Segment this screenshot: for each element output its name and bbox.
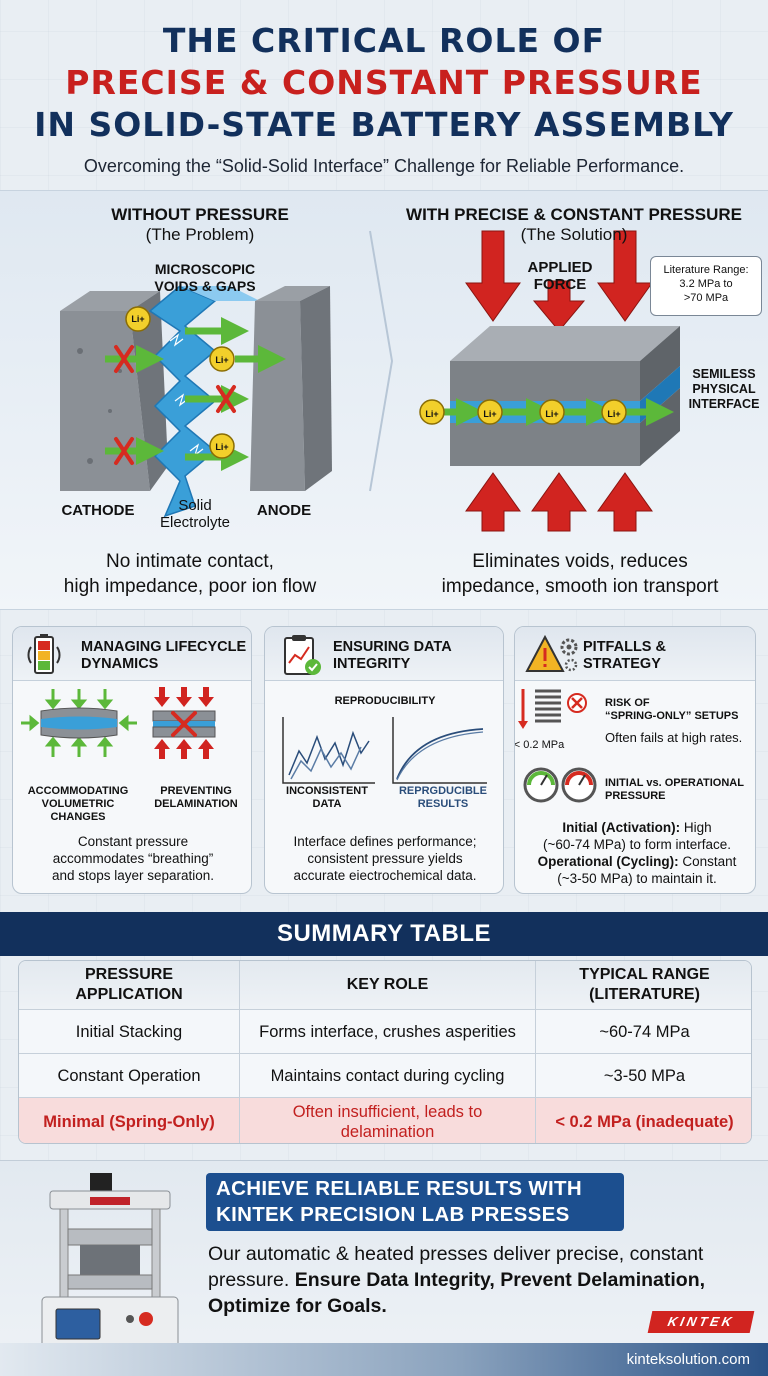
table-row: Constant Operation Maintains contact dur… (19, 1053, 751, 1097)
divider-chevron (369, 230, 394, 492)
card-integrity-text: Interface defines performance;consistent… (293, 834, 477, 883)
li-ions-left (125, 306, 235, 459)
without-heading: WITHOUT PRESSURE (111, 205, 289, 224)
red-x-marks (114, 345, 236, 465)
applied-force-arrows-bottom (465, 472, 653, 532)
title-line-2: PRECISE & CONSTANT PRESSURE (65, 63, 703, 102)
kintek-logo[interactable]: KINTEK (647, 1311, 755, 1333)
spring-pressure-value: < 0.2 MPa (514, 739, 565, 751)
cta-description: Our automatic & heated presses deliver p… (208, 1243, 706, 1317)
header-key-role: KEY ROLE (239, 961, 535, 1009)
summary-title: SUMMARY TABLE (0, 912, 768, 956)
applied-force-arrows-top (465, 230, 653, 332)
title-line-3: IN SOLID-STATE BATTERY ASSEMBLY (34, 105, 734, 144)
row2-application: Constant Operation (57, 1066, 201, 1085)
header-typical-range: TYPICAL RANGE(LITERATURE) (535, 961, 751, 1009)
card-pitfalls-title: PITFALLS &STRATEGY (583, 639, 666, 672)
comparison-panel: WITHOUT PRESSURE (The Problem) MICROSCOP… (0, 190, 768, 610)
battery-cycle-icon (27, 634, 61, 674)
comparison-illustration (60, 230, 680, 532)
compressed-stack (450, 326, 680, 466)
row3-range: < 0.2 MPa (inadequate) (535, 1098, 751, 1143)
without-subheading: (The Problem) (145, 225, 255, 244)
li-ions-right (419, 399, 627, 425)
li-ion-label-1: Li+ (131, 314, 145, 324)
without-caption: No intimate contact,high impedance, poor… (63, 551, 317, 597)
header: THE CRITICAL ROLE OF PRECISE & CONSTANT … (0, 0, 768, 190)
pitfalls-icons (518, 689, 597, 803)
reproducibility-plots (282, 717, 487, 784)
li-ion-label-r2: Li+ (483, 409, 497, 419)
clipboard-chart-icon (284, 635, 321, 675)
pressure-strategy-text: Initial (Activation): High (~60-74 MPa) … (537, 820, 737, 886)
li-ion-label-r4: Li+ (607, 409, 621, 419)
row1-application: Initial Stacking (75, 1022, 183, 1041)
anode-label: ANODE (256, 502, 312, 519)
row2-role: Maintains contact during cycling (239, 1054, 535, 1097)
li-ion-label-3: Li+ (215, 442, 229, 452)
lifecycle-diagram (21, 687, 216, 759)
website-link[interactable]: kinteksolution.com (626, 1351, 750, 1368)
row2-range: ~3-50 MPa (535, 1054, 751, 1097)
cathode-label: CATHODE (61, 502, 135, 519)
warning-gear-icon (525, 634, 578, 672)
row1-role: Forms interface, crushes asperities (239, 1010, 535, 1053)
li-ion-label-2: Li+ (215, 355, 229, 365)
li-ion-label-r3: Li+ (545, 409, 559, 419)
subtitle: Overcoming the “Solid-Solid Interface” C… (83, 156, 685, 176)
row1-range: ~60-74 MPa (535, 1010, 751, 1053)
anode-block (250, 286, 332, 491)
with-subheading: (The Solution) (520, 225, 628, 244)
table-row: Minimal (Spring-Only) Often insufficient… (19, 1097, 751, 1143)
row3-application: Minimal (Spring-Only) (43, 1112, 215, 1131)
risk-spring-text: Often fails at high rates. (605, 730, 743, 745)
reproducibility-label: REPRODUCIBILITY (334, 695, 436, 707)
lab-press-image (41, 1173, 179, 1364)
with-heading: WITH PRECISE & CONSTANT PRESSURE (406, 205, 742, 224)
risk-spring-label: RISK OF“SPRING-ONLY” SETUPS (605, 697, 739, 722)
url-bar: kinteksolution.com (0, 1343, 768, 1376)
li-ion-label-r1: Li+ (425, 409, 439, 419)
card-pitfalls: PITFALLS &STRATEGY < 0.2 MPa RISK OF“SPR… (514, 626, 756, 894)
cathode-block (60, 291, 168, 491)
card-pitfalls-header: PITFALLS &STRATEGY (515, 627, 755, 681)
table-row: Initial Stacking Forms interface, crushe… (19, 1009, 751, 1053)
literature-range-callout: Literature Range:3.2 MPa to>70 MPa (650, 256, 762, 316)
title-line-1: THE CRITICAL ROLE OF (162, 21, 606, 60)
